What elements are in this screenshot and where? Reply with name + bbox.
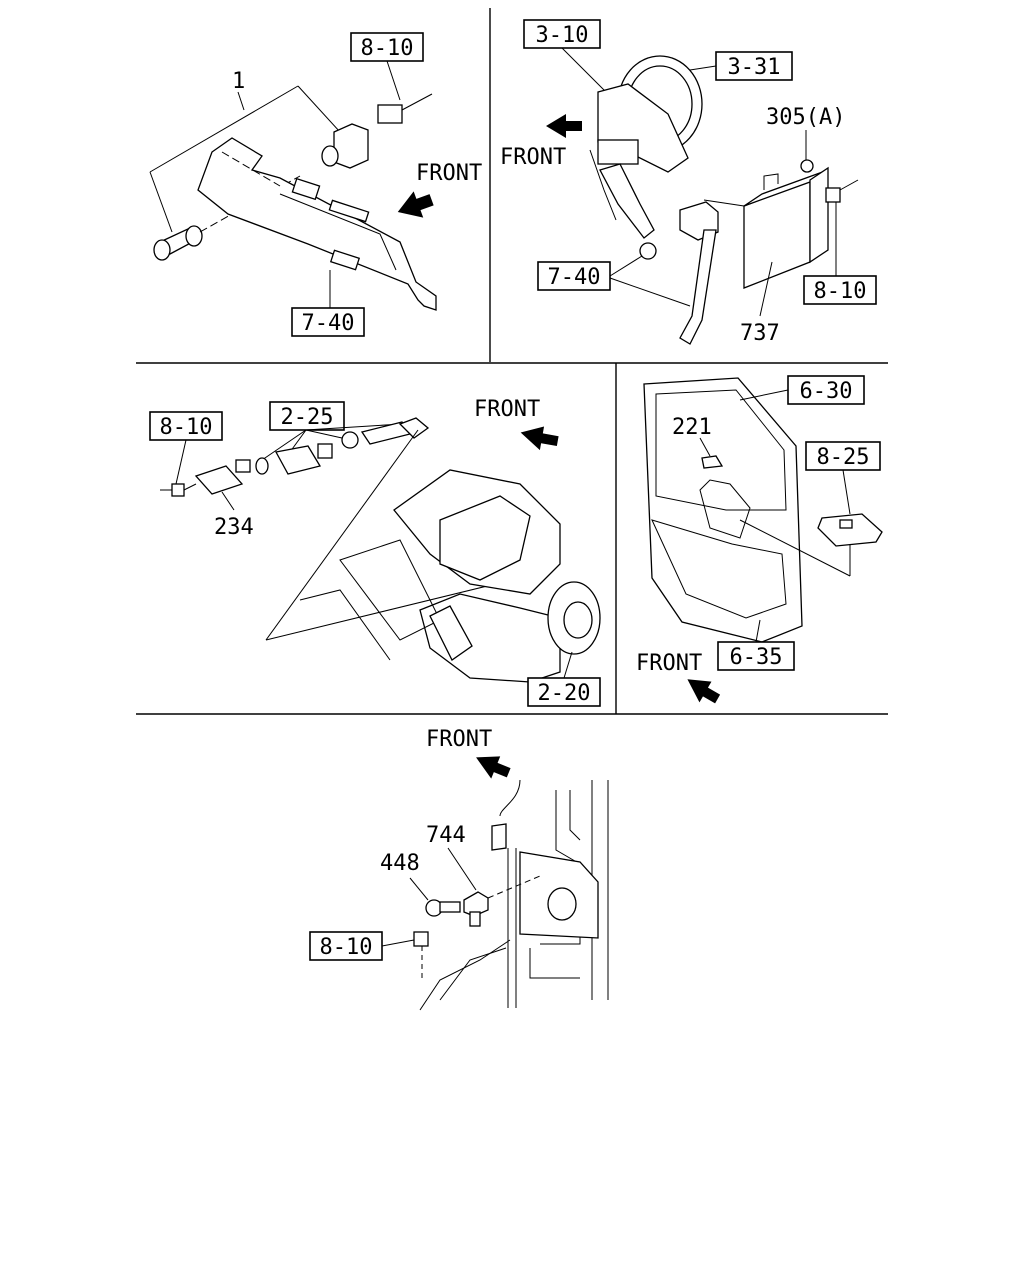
panel-top-left: 8-10 1 xyxy=(149,32,482,337)
callout-1: 1 xyxy=(232,69,245,94)
ref-box-8-10[interactable]: 8-10 xyxy=(803,275,877,305)
svg-text:3-31: 3-31 xyxy=(728,55,781,80)
svg-text:6-35: 6-35 xyxy=(730,645,783,670)
ref-box-7-40[interactable]: 7-40 xyxy=(537,261,611,291)
bolt-part xyxy=(425,899,461,917)
svg-text:3-10: 3-10 xyxy=(536,23,589,48)
door-outline xyxy=(643,377,803,643)
dash-panel xyxy=(197,137,437,311)
front-arrow-icon xyxy=(397,191,434,218)
body-structure xyxy=(419,779,609,1011)
front-arrow-icon xyxy=(546,114,582,138)
ref-box-8-10[interactable]: 8-10 xyxy=(309,931,383,961)
svg-text:8-10: 8-10 xyxy=(160,415,213,440)
front-label: FRONT xyxy=(636,651,702,676)
front-label: FRONT xyxy=(416,161,482,186)
connector-part xyxy=(825,187,841,203)
ref-box-2-20[interactable]: 2-20 xyxy=(527,677,601,707)
svg-text:8-25: 8-25 xyxy=(817,445,870,470)
ref-box-7-40[interactable]: 7-40 xyxy=(291,307,365,337)
svg-text:2-20: 2-20 xyxy=(538,681,591,706)
front-arrow-icon xyxy=(687,679,721,704)
connector-part xyxy=(413,931,429,947)
brake-booster xyxy=(589,55,703,239)
ref-box-2-25[interactable]: 2-25 xyxy=(269,401,345,431)
callout-744: 744 xyxy=(426,823,466,848)
control-unit xyxy=(743,166,829,289)
front-label: FRONT xyxy=(426,727,492,752)
front-label: FRONT xyxy=(474,397,540,422)
svg-text:7-40: 7-40 xyxy=(548,265,601,290)
panel-bottom: FRONT 744 448 xyxy=(309,727,609,1011)
panel-dividers xyxy=(136,8,888,715)
front-label: FRONT xyxy=(500,145,566,170)
svg-text:8-10: 8-10 xyxy=(361,36,414,61)
switch-part xyxy=(817,513,883,547)
svg-text:8-10: 8-10 xyxy=(320,935,373,960)
lamp-part xyxy=(701,455,724,469)
svg-text:7-40: 7-40 xyxy=(302,311,355,336)
ref-box-6-30[interactable]: 6-30 xyxy=(787,375,865,405)
callout-448: 448 xyxy=(380,851,420,876)
nut-part xyxy=(800,159,814,173)
panel-middle-left: 2-25 8-10 FRONT 234 xyxy=(149,397,601,707)
ref-box-3-31[interactable]: 3-31 xyxy=(715,51,793,81)
callout-305a: 305(A) xyxy=(766,105,845,130)
sensor-part xyxy=(463,875,541,927)
panel-middle-right: 6-30 221 8-25 6-35 FRONT xyxy=(636,375,883,704)
sensor-chain xyxy=(160,417,430,497)
knob-part xyxy=(153,225,203,261)
transmission-part xyxy=(299,469,601,683)
callout-234: 234 xyxy=(214,515,254,540)
switch-assembly xyxy=(321,123,369,169)
ref-box-3-10[interactable]: 3-10 xyxy=(523,19,601,49)
panel-top-right: 3-10 3-31 FRONT 305(A) xyxy=(500,19,877,346)
ref-box-8-10[interactable]: 8-10 xyxy=(350,32,424,62)
svg-text:2-25: 2-25 xyxy=(281,405,334,430)
front-arrow-icon xyxy=(476,756,511,779)
callout-221: 221 xyxy=(672,415,712,440)
front-arrow-icon xyxy=(520,426,559,451)
svg-text:6-30: 6-30 xyxy=(800,379,853,404)
bracket-part xyxy=(639,199,745,345)
svg-text:8-10: 8-10 xyxy=(814,279,867,304)
ref-box-8-10[interactable]: 8-10 xyxy=(149,411,223,441)
ref-box-8-25[interactable]: 8-25 xyxy=(805,441,881,471)
connector-part xyxy=(377,104,403,124)
ref-box-6-35[interactable]: 6-35 xyxy=(717,641,795,671)
callout-737: 737 xyxy=(740,321,780,346)
